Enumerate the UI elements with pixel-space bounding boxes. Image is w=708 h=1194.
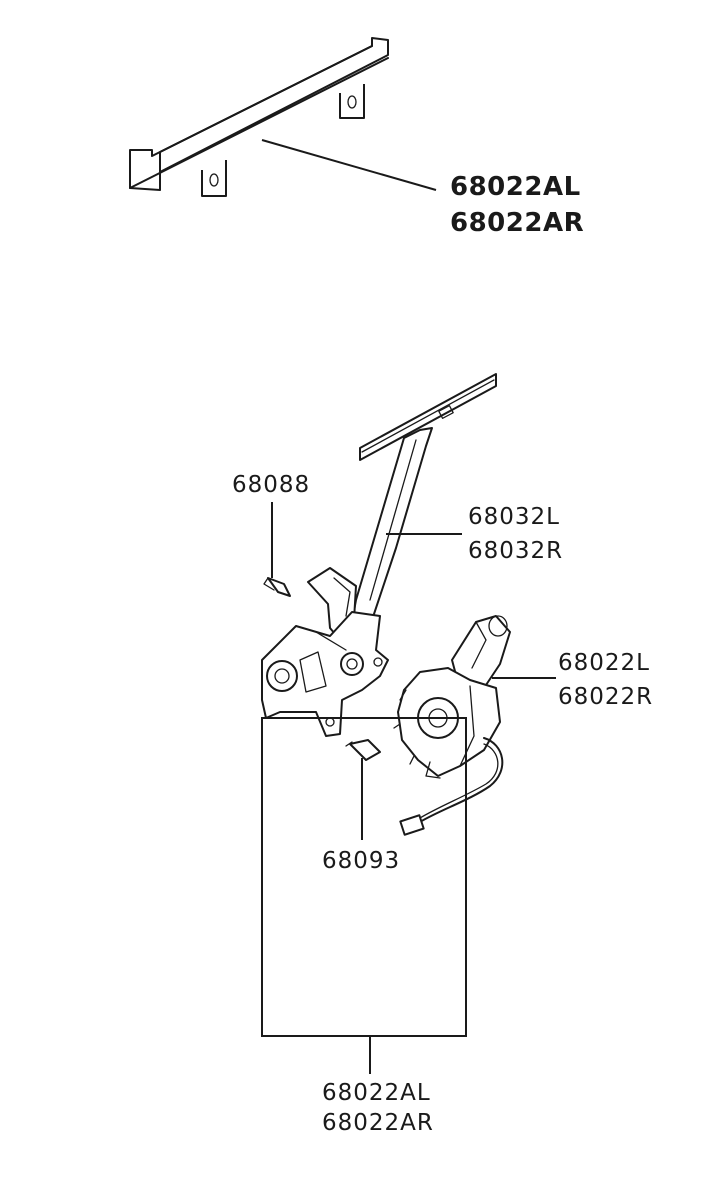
label-regulator-right: 68032R xyxy=(468,538,564,564)
bolt-part xyxy=(263,577,291,597)
label-channel-left: 68022AL xyxy=(450,172,581,202)
label-regulator-left: 68032L xyxy=(468,504,560,530)
label-motor-right: 68022R xyxy=(558,684,654,710)
label-screw: 68093 xyxy=(322,848,401,874)
label-motor-left: 68022L xyxy=(558,650,650,676)
label-channel-right: 68022AR xyxy=(450,208,585,238)
label-assembly-left: 68022AL xyxy=(322,1080,431,1106)
glass-channel-part xyxy=(129,37,389,197)
regulator-arm-part xyxy=(261,373,497,737)
label-bolt: 68088 xyxy=(232,472,311,498)
screw-part xyxy=(345,739,381,761)
leader-channel xyxy=(261,139,437,191)
label-assembly-right: 68022AR xyxy=(322,1110,434,1136)
motor-part xyxy=(393,615,511,836)
assembly-bracket xyxy=(261,717,467,1074)
